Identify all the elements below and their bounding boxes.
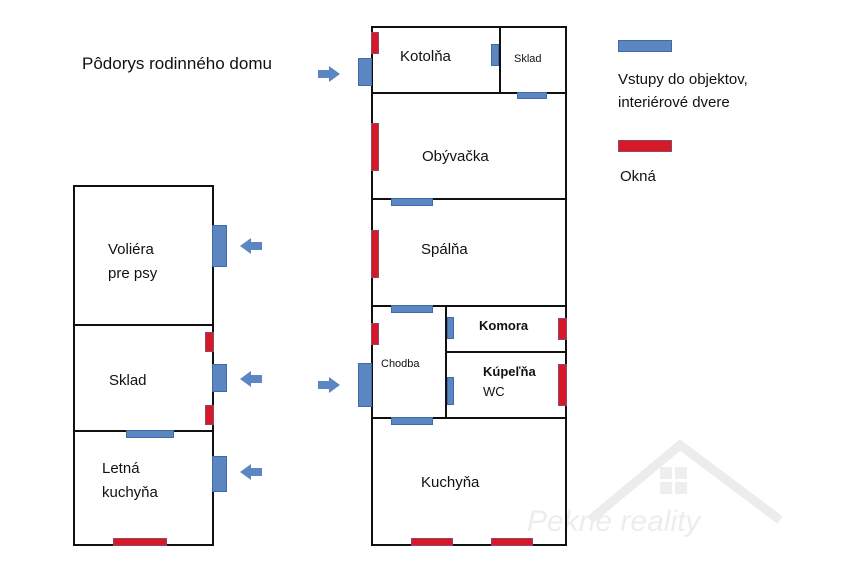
legend-door-swatch [618,40,672,52]
wall-kotolna-bottom [371,92,567,94]
main-house-outline [371,26,567,546]
window-kuchyna-2 [491,538,533,546]
door-sklad-letna [126,430,174,438]
arrow-right-icon [318,66,340,82]
arrow-right-icon [318,377,340,393]
room-letna-line2: kuchyňa [102,484,158,501]
window-sklad-lower [205,405,214,425]
watermark-house-icon [587,439,783,524]
window-obyvacka [371,123,379,171]
legend-window-label: Okná [620,168,656,185]
wall-chodba-right [445,305,447,419]
door-chodba-entrance [358,363,372,407]
room-obyvacka: Obývačka [422,148,489,165]
plan-title-text: Pôdorys rodinného domu [82,54,272,73]
room-sklad-small: Sklad [514,53,542,65]
window-kupelna [558,364,567,406]
window-komora [558,318,567,340]
room-kotolna: Kotolňa [400,48,451,65]
legend-door-label: Vstupy do objektov, interiérové dvere [618,71,748,111]
watermark-text: Pekné reality [527,505,701,538]
door-chodba-kuchyna [391,417,433,425]
window-spalna [371,230,379,278]
wall-komora-bottom [445,351,567,353]
door-obyvacka-spalna [391,198,433,206]
plan-title: Pôdorys rodinného domu [82,54,282,74]
legend-window-swatch [618,140,672,152]
room-voliera-line1: Voliéra [108,241,154,258]
room-sklad-outbuilding: Sklad [109,372,147,389]
door-sklad-bottom [517,92,547,99]
arrow-left-icon [240,371,262,387]
door-kupelna [447,377,454,405]
wall-obyvacka-bottom [371,198,567,200]
window-kuchyna-1 [411,538,453,546]
room-voliera-line2: pre psy [108,265,158,282]
door-kotolna-entrance [358,58,372,86]
window-sklad-upper [205,332,214,352]
door-sklad-left [491,44,499,66]
arrow-left-icon [240,464,262,480]
room-chodba: Chodba [381,358,420,370]
room-komora: Komora [479,318,529,333]
wall-kotolna-sklad [499,26,501,94]
room-letna-line1: Letná [102,460,140,477]
wall-voliera-bottom [73,324,214,326]
room-kupelna-line2: WC [483,384,505,399]
wall-chodba-bottom [371,417,567,419]
door-komora [447,317,454,339]
door-spalna-chodba [391,305,433,313]
door-voliera-entrance [212,225,227,267]
room-spalna: Spálňa [421,241,468,258]
window-chodba [371,323,379,345]
room-kuchyna: Kuchyňa [421,474,480,491]
arrow-left-icon [240,238,262,254]
room-kupelna-line1: Kúpeľňa [483,364,536,379]
door-sklad-entrance [212,364,227,392]
wall-spalna-bottom [371,305,567,307]
window-letna [113,538,167,546]
door-letna-entrance [212,456,227,492]
window-kotolna [371,32,379,54]
